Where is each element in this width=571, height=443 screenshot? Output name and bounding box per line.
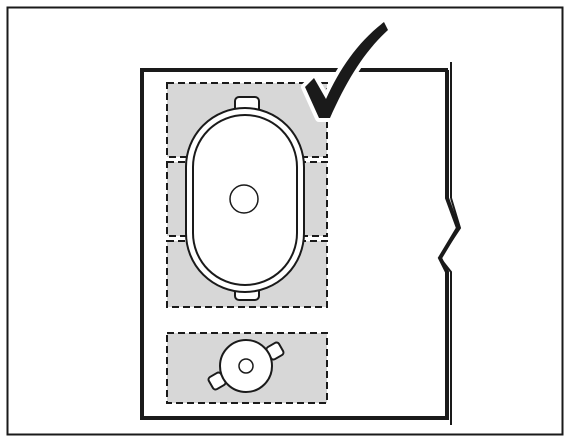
checkmark-icon-stroke: [305, 22, 388, 118]
small-pot: [207, 339, 285, 393]
pan-body-inner: [192, 114, 298, 286]
break-line-zigzag: [438, 197, 462, 425]
pan-center-mark: [229, 184, 259, 214]
small-pot-center-mark: [238, 358, 254, 374]
oval-roaster-pan: [185, 96, 305, 301]
